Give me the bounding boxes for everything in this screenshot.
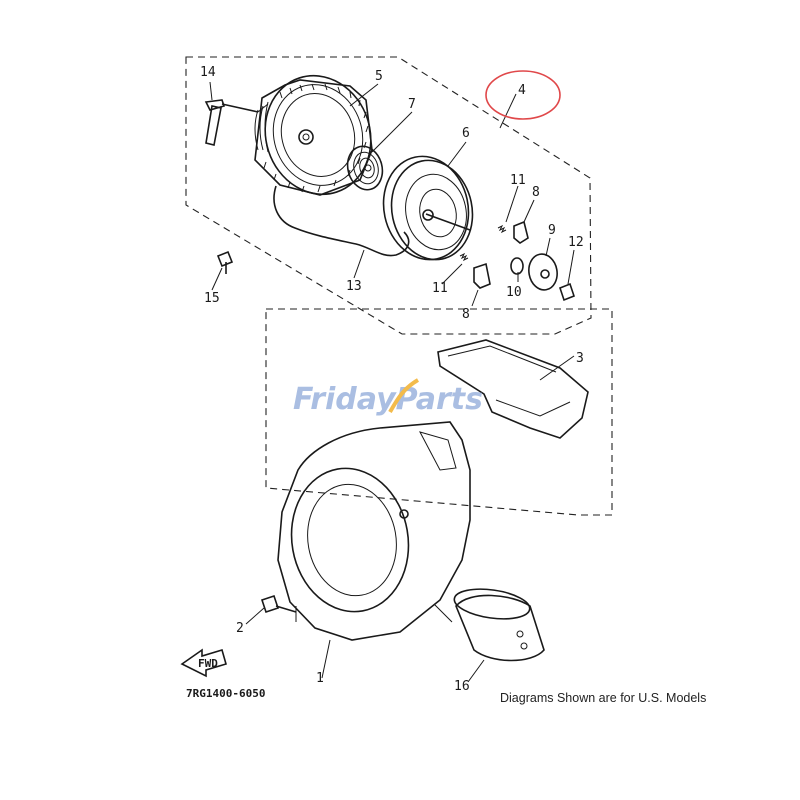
models-caption: Diagrams Shown are for U.S. Models	[500, 691, 706, 705]
rope-guide-cover	[437, 339, 589, 439]
mounting-bolt-upper	[216, 250, 234, 274]
diagram-code: 7RG1400-6050	[186, 687, 265, 700]
center-bolt	[559, 282, 575, 302]
callout-labels: 14 5 7 4 6 11 8 9 12 11 10 8 13 15 3 2 1…	[200, 65, 584, 694]
watermark-swoosh	[388, 378, 420, 413]
spiral-spring	[346, 145, 384, 191]
callout-9: 9	[548, 223, 556, 238]
fwd-arrow: FWD	[180, 648, 227, 678]
callout-11-upper: 11	[510, 173, 526, 188]
pawl-spring-lower	[459, 252, 469, 262]
callout-11-lower: 11	[432, 281, 448, 296]
starter-rope	[273, 185, 410, 257]
watermark-part1: Friday	[293, 382, 397, 417]
callout-8-lower: 8	[462, 307, 470, 322]
callout-6: 6	[462, 126, 470, 141]
callout-16: 16	[454, 679, 470, 694]
callout-5: 5	[375, 69, 383, 84]
svg-text:FridayParts: FridayParts	[293, 382, 483, 417]
drive-plate	[528, 253, 558, 291]
starter-case	[254, 74, 373, 196]
callout-14: 14	[200, 65, 216, 80]
callout-10: 10	[506, 285, 522, 300]
part-4-highlight-circle	[485, 70, 561, 120]
callout-8-upper: 8	[532, 185, 540, 200]
circlip	[510, 257, 524, 275]
starter-handle	[204, 99, 269, 146]
pawl-lower	[473, 262, 491, 289]
starter-assembly-outline	[185, 56, 592, 335]
callout-2: 2	[236, 621, 244, 636]
leader-lines	[209, 81, 575, 683]
pawl-spring-upper	[497, 224, 507, 234]
cover-assembly-outline	[265, 308, 613, 516]
fan-cover	[277, 421, 471, 641]
callout-4: 4	[518, 83, 526, 98]
callout-13: 13	[346, 279, 362, 294]
sheave-drum	[382, 155, 474, 261]
pawl-upper	[513, 220, 529, 244]
callout-15: 15	[204, 291, 220, 306]
callout-3: 3	[576, 351, 584, 366]
callout-7: 7	[408, 97, 416, 112]
callout-12: 12	[568, 235, 584, 250]
starter-cup	[453, 588, 545, 662]
fwd-label: FWD	[198, 657, 218, 670]
mounting-bolt-lower	[260, 594, 297, 614]
callout-1: 1	[316, 671, 324, 686]
watermark-logo: FridayParts	[293, 378, 483, 417]
